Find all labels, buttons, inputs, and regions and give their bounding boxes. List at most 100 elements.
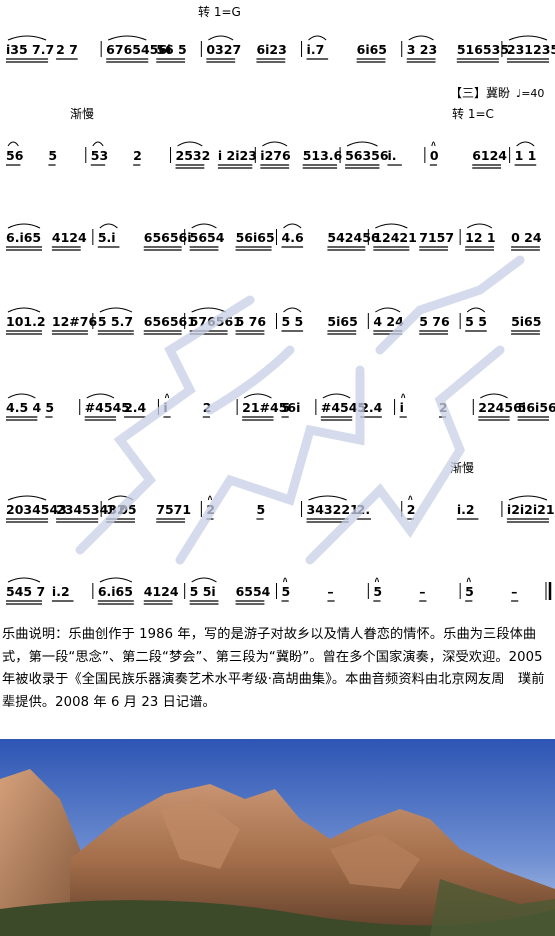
- slur-arc: [375, 223, 408, 229]
- slur-arc: [99, 307, 133, 313]
- note-group: 101.2: [6, 314, 46, 329]
- note-group: 7157: [419, 230, 454, 245]
- note-group: 6.i65: [98, 584, 133, 599]
- slur-arc: [164, 393, 170, 399]
- note-group: 576561: [190, 314, 242, 329]
- note-group: i.7: [307, 42, 325, 57]
- note-group: 5: [48, 148, 57, 163]
- slur-arc: [191, 307, 226, 313]
- slur-arc: [374, 577, 380, 583]
- note-group: 6i23: [256, 42, 286, 57]
- note-group: 7571: [156, 502, 191, 517]
- note-group: 12 1: [465, 230, 495, 245]
- note-group: –: [419, 584, 425, 599]
- note-group: 0: [430, 148, 439, 163]
- note-group: 542456: [327, 230, 379, 245]
- note-group: 6124: [472, 148, 507, 163]
- slur-arc: [191, 223, 217, 229]
- note-group: 2.4: [360, 400, 382, 415]
- note-group: 12#76: [52, 314, 98, 329]
- slur-arc: [408, 495, 413, 501]
- slur-arc: [7, 393, 36, 399]
- slur-arc: [107, 35, 147, 41]
- note-group: 2: [407, 502, 416, 517]
- slur-arc: [480, 393, 508, 399]
- note-group: 1 1: [515, 148, 537, 163]
- note-group: 5: [373, 584, 382, 599]
- slur-arc: [243, 393, 272, 399]
- note-group: 5: [465, 584, 474, 599]
- note-group: 5654: [190, 230, 225, 245]
- note-group: 2.: [357, 502, 370, 517]
- slur-arc: [92, 141, 104, 147]
- slur-arc: [466, 223, 493, 229]
- note-group: 12421: [373, 230, 417, 245]
- note-group: 513.6: [303, 148, 343, 163]
- note-group: –: [327, 584, 333, 599]
- note-group: 5: [45, 400, 54, 415]
- note-group: i.: [387, 148, 396, 163]
- slur-arc: [107, 495, 134, 501]
- slur-arc: [207, 495, 213, 501]
- note-group: 4 24: [373, 314, 404, 329]
- note-group: i: [400, 400, 404, 415]
- slur-arc: [99, 577, 133, 583]
- slur-arc: [283, 223, 302, 229]
- slur-arc: [208, 35, 234, 41]
- mountain-photo: [0, 739, 555, 936]
- note-group: 343221: [307, 502, 359, 517]
- note-group: 56 5: [156, 42, 186, 57]
- note-group: 5: [282, 400, 291, 415]
- note-group: 2.4: [124, 400, 146, 415]
- note-group: 2532: [176, 148, 211, 163]
- note-group: 56i65: [236, 230, 275, 245]
- slur-arc: [99, 223, 118, 229]
- note-group: 545 7: [6, 584, 45, 599]
- key-change-c: 转 1=C: [452, 106, 494, 121]
- note-group: 656561: [144, 314, 196, 329]
- note-group: 5.i: [98, 230, 116, 245]
- mountain-landscape-image: [0, 739, 555, 936]
- note-group: 56i5643: [518, 400, 555, 415]
- note-group: 5 5.7: [98, 314, 133, 329]
- note-group: 6765456i: [106, 42, 171, 57]
- note-group: 4.6: [282, 230, 304, 245]
- note-group: i276: [260, 148, 291, 163]
- slur-arc: [177, 141, 203, 147]
- note-group: 2 7: [56, 42, 78, 57]
- description-text: 乐曲说明：乐曲创作于 1986 年，写的是游子对故乡以及情人眷恋的情怀。乐曲为三…: [2, 627, 545, 710]
- note-group: 5 76: [419, 314, 450, 329]
- note-group: 2034543: [6, 502, 67, 517]
- note-group: 56: [6, 148, 24, 163]
- slur-arc: [401, 393, 406, 399]
- music-description: 乐曲说明：乐曲创作于 1986 年，写的是游子对故乡以及情人眷恋的情怀。乐曲为三…: [2, 624, 553, 714]
- note-group: 5: [256, 502, 265, 517]
- note-group: 4124: [144, 584, 179, 599]
- note-group: 23123561: [507, 42, 555, 57]
- note-group: 5 76: [236, 314, 267, 329]
- slur-arc: [7, 141, 19, 147]
- slur-arc: [7, 577, 41, 583]
- note-group: 6.i65: [6, 230, 41, 245]
- slur-arc: [346, 141, 378, 147]
- note-group: 516535: [457, 42, 509, 57]
- note-group: 0 24: [511, 230, 542, 245]
- slur-arc: [7, 495, 47, 501]
- note-group: 5i65: [327, 314, 357, 329]
- slur-arc: [308, 495, 347, 501]
- note-group: i2i2i216: [507, 502, 555, 517]
- slur-arc: [408, 35, 434, 41]
- note-group: 2: [133, 148, 142, 163]
- note-group: 5: [282, 584, 291, 599]
- note-group: 4124: [52, 230, 87, 245]
- note-group: i35 7.7: [6, 42, 54, 57]
- note-group: 65656i: [144, 230, 192, 245]
- note-group: 5i65: [511, 314, 541, 329]
- note-group: 2: [206, 502, 215, 517]
- tempo-metronome: ♩=40: [516, 87, 544, 100]
- slur-arc: [375, 307, 401, 313]
- note-group: 56356: [345, 148, 389, 163]
- slur-arc: [322, 393, 351, 399]
- note-group: 5 5: [282, 314, 304, 329]
